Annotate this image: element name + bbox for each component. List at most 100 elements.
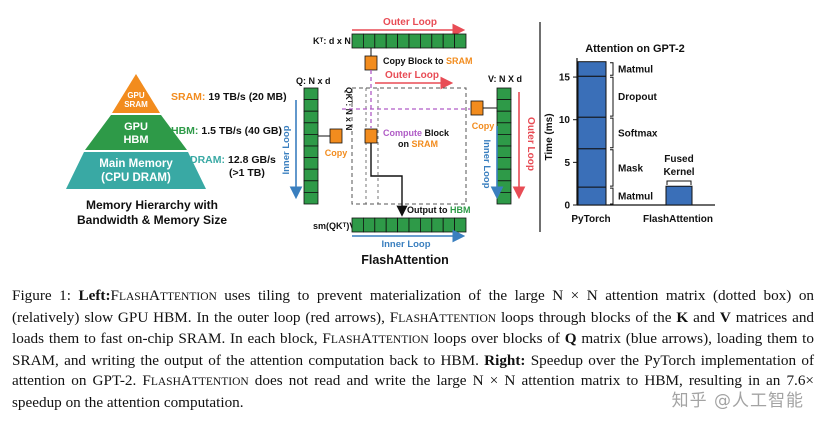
fused-kernel-label-2: Kernel <box>663 167 694 178</box>
caption-text-7: does not read and write the large N × N … <box>12 372 815 411</box>
output-cell <box>419 217 433 233</box>
outer-loop-top-label: Outer Loop <box>383 17 437 28</box>
kt-cell <box>408 33 421 49</box>
kt-cell <box>385 33 399 49</box>
segment-bracket <box>610 187 614 205</box>
kt-cell <box>419 33 433 49</box>
output-cell <box>397 217 410 233</box>
output-arrow <box>370 143 408 217</box>
caption-k: K <box>676 308 689 326</box>
segment-label-mask: Mask <box>618 163 643 174</box>
kt-copy-box <box>364 55 378 71</box>
segment-label-matmul: Matmul <box>618 64 653 75</box>
attention-matrix-box <box>351 87 467 205</box>
q-copy-box <box>329 128 343 144</box>
copy-block-label: Copy Block to SRAM <box>383 56 473 66</box>
bar-segment-dropout <box>577 75 607 118</box>
v-cell <box>496 157 512 170</box>
bar-segment-matmul <box>577 186 607 206</box>
tier-sram-label-2: SRAM <box>124 100 148 109</box>
caption-text-6: Speedup over the PyTorch implementation … <box>12 351 815 390</box>
v-cell <box>496 168 512 182</box>
kt-matrix <box>351 33 467 49</box>
spec-sram: SRAM:19 TB/s (20 MB) <box>171 91 287 103</box>
caption-flashattention-1: FLASHATTENTION <box>110 287 217 304</box>
kt-cell <box>431 33 444 49</box>
spec-hbm: HBM:1.5 TB/s (40 GB) <box>171 125 282 137</box>
output-cell <box>351 217 364 233</box>
tier-hbm-label-1: GPU <box>124 121 148 133</box>
pyramid-tier-dram <box>66 152 206 189</box>
caption-text-3: matrices and loads them to fast on-chip … <box>12 308 815 348</box>
output-cell <box>431 217 444 233</box>
output-cell <box>454 217 467 233</box>
flashattention-diagram: Outer Loop Kᵀ: d x N Copy Block to SRAM … <box>281 17 536 267</box>
bar-segment-matmul <box>577 61 607 77</box>
q-label: Q: N x d <box>296 76 331 86</box>
kt-cell <box>362 33 376 49</box>
outer-loop-right-label: Outer Loop <box>525 117 536 171</box>
figure-1: GPU SRAM GPU HBM Main Memory (CPU DRAM) … <box>66 17 715 267</box>
bar-segment-softmax <box>577 116 607 150</box>
output-cell <box>385 217 399 233</box>
segment-bracket <box>610 149 614 187</box>
v-cell <box>496 99 512 112</box>
pyramid-caption-1: Memory Hierarchy with <box>86 198 218 212</box>
v-label: V: N X d <box>488 74 522 84</box>
inner-loop-right-label: Inner Loop <box>481 139 492 188</box>
kt-cell <box>454 33 467 49</box>
compute-on-label: on SRAM <box>398 139 438 149</box>
q-cell <box>303 122 319 135</box>
segment-label-softmax: Softmax <box>618 128 658 139</box>
output-cell <box>362 217 376 233</box>
v-cell <box>496 110 512 124</box>
tier-sram-label-1: GPU <box>127 91 145 100</box>
caption-text-2: loops through blocks of the <box>496 308 677 326</box>
outer-loop-mid-label: Outer Loop <box>385 70 439 81</box>
output-cell <box>408 217 421 233</box>
v-cell <box>496 191 512 205</box>
q-cell <box>303 168 319 182</box>
kt-cell <box>351 33 364 49</box>
q-cell <box>303 99 319 112</box>
caption-and: and <box>688 308 720 326</box>
q-cell <box>303 133 319 147</box>
v-cell <box>496 122 512 135</box>
copy-left-label: Copy <box>325 148 348 158</box>
q-cell <box>303 145 319 159</box>
figure-caption: Figure 1: Left:FLASHATTENTION uses tilin… <box>12 286 814 414</box>
q-matrix <box>303 87 319 205</box>
caption-flashattention-2: FLASHATTENTION <box>389 308 497 326</box>
tier-dram-label-1: Main Memory <box>99 158 173 170</box>
output-cell <box>442 217 456 233</box>
compute-label: Compute Block <box>383 128 450 138</box>
pyramid-tier-hbm <box>85 115 187 150</box>
y-tick-label: 0 <box>564 201 570 212</box>
caption-figure-number: Figure 1: <box>12 287 79 304</box>
chart-ylabel: Time (ms) <box>544 113 555 160</box>
sm-label: sm(QKᵀ)V: N x d <box>313 221 382 231</box>
caption-left-heading: Left: <box>78 287 111 304</box>
q-cell <box>303 157 319 170</box>
inner-loop-left-label: Inner Loop <box>281 125 292 174</box>
caption-flashattention-4: FLASHATTENTION <box>142 372 249 390</box>
segment-bracket <box>610 117 614 149</box>
segment-label-matmul: Matmul <box>618 192 653 203</box>
inner-loop-bottom-label: Inner Loop <box>381 239 430 250</box>
caption-text-1: uses tiling to prevent materialization o… <box>12 287 815 326</box>
x-tick-label-flashattention: FlashAttention <box>643 214 713 225</box>
fused-kernel-label-1: Fused <box>664 154 693 165</box>
caption-text-5: matrix (blue arrows), loading them to SR… <box>12 330 814 369</box>
y-tick-label: 5 <box>564 158 570 169</box>
segment-bracket <box>610 62 614 76</box>
y-tick-label: 15 <box>559 73 571 84</box>
q-cell <box>303 87 319 101</box>
kt-cell <box>374 33 387 49</box>
spec-dram-size: (>1 TB) <box>229 167 265 179</box>
tier-dram-label-2: (CPU DRAM) <box>101 172 171 184</box>
v-cell <box>496 133 512 147</box>
caption-v: V <box>719 308 731 326</box>
flashattention-title: FlashAttention <box>361 253 449 267</box>
q-cell <box>303 191 319 205</box>
